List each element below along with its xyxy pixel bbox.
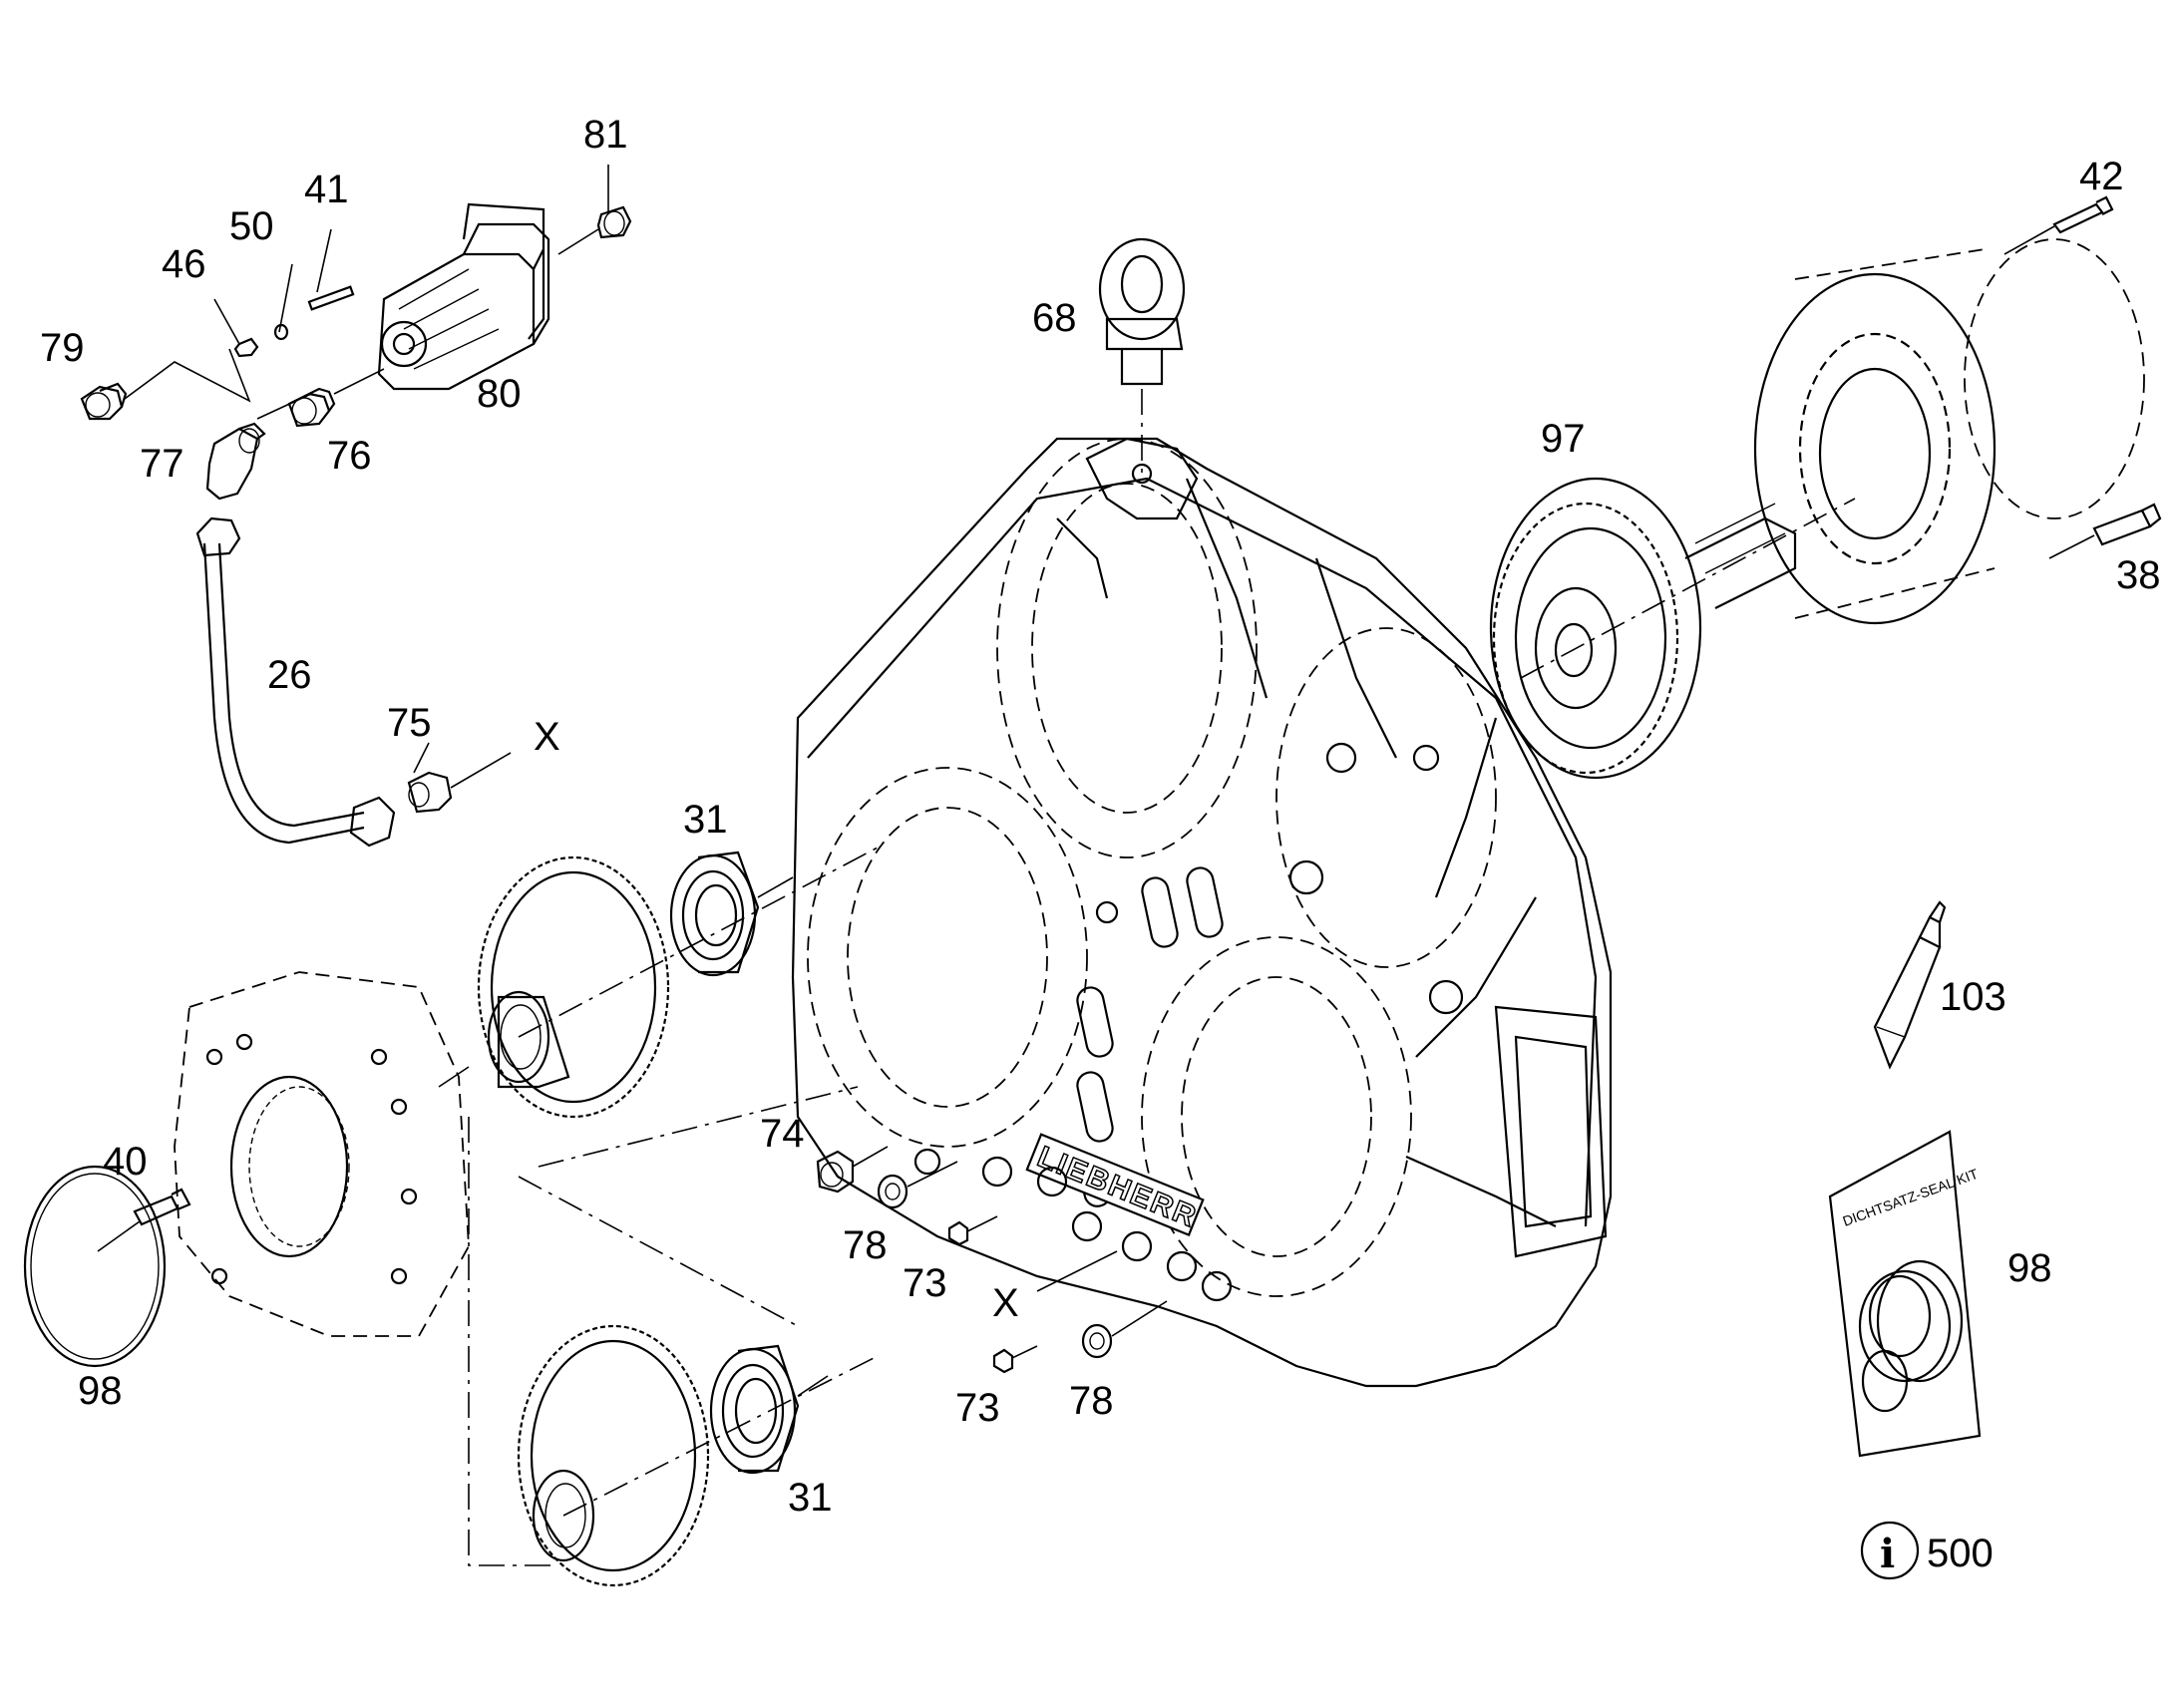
part-68-eye-bolt — [1098, 237, 1186, 474]
part-81-nut — [596, 205, 632, 239]
gear-bottom — [517, 1324, 710, 1587]
axis-diag-2 — [538, 1086, 859, 1168]
callout-41: 41 — [304, 168, 349, 211]
callout-31-top: 31 — [683, 798, 728, 842]
gearbox-housing: LIEBHERR — [791, 437, 1613, 1388]
axis-diag — [518, 1176, 799, 1327]
gear-top — [477, 855, 670, 1119]
cover-plate-left — [174, 971, 470, 1337]
part-26-pipe — [195, 516, 512, 848]
callout-x-top: X — [534, 715, 560, 759]
part-73-screw-top — [947, 1215, 998, 1246]
callout-labels: 81 41 50 46 79 80 76 77 26 75 X 68 42 97… — [40, 113, 2161, 1575]
part-76-fitting — [287, 387, 336, 428]
axis-line-top — [518, 847, 879, 1038]
part-31-bearing-bottom — [709, 1344, 829, 1475]
callout-76: 76 — [327, 434, 372, 478]
callout-26: 26 — [267, 653, 312, 697]
callout-50: 50 — [229, 204, 274, 248]
part-78-seal-bottom — [1081, 1300, 1168, 1359]
housing-logo-text: LIEBHERR — [1033, 1141, 1202, 1234]
callout-x-bottom: X — [992, 1281, 1019, 1325]
seal-kit-label: DICHTSATZ-SEAL KIT — [1841, 1166, 1981, 1229]
callout-68: 68 — [1032, 296, 1077, 340]
callout-73-top: 73 — [903, 1261, 947, 1305]
callout-81: 81 — [583, 113, 628, 157]
callout-31-bottom: 31 — [788, 1476, 833, 1520]
part-77-elbow — [205, 422, 266, 501]
callout-77: 77 — [140, 442, 184, 486]
part-103-sealant-tube — [1873, 900, 1947, 1070]
axis-line-bottom — [562, 1355, 879, 1517]
part-98-seal-kit-bag: DICHTSATZ-SEAL KIT — [1828, 1130, 1982, 1458]
leader-x-bottom — [1036, 1250, 1118, 1292]
callout-80: 80 — [477, 372, 522, 416]
callout-79: 79 — [40, 326, 85, 370]
part-31-bearing-top — [669, 851, 794, 977]
part-74-plug — [816, 1146, 889, 1194]
callout-46: 46 — [162, 242, 206, 286]
callout-40: 40 — [103, 1140, 148, 1184]
part-40-screw — [97, 1188, 191, 1252]
part-79-plug — [80, 382, 128, 421]
callout-73-bottom: 73 — [955, 1386, 1000, 1430]
cover-assembly — [1753, 195, 2162, 625]
part-78-seal-top — [877, 1161, 958, 1209]
callout-78-top: 78 — [843, 1223, 888, 1267]
part-97-gear-shaft — [1489, 477, 1856, 780]
part-73-screw-bottom — [992, 1345, 1038, 1374]
callout-103: 103 — [1940, 975, 2006, 1019]
info-icon: i — [1860, 1521, 1920, 1580]
callout-75: 75 — [387, 701, 432, 745]
axis-bracket — [468, 1117, 558, 1566]
callout-98-kit: 98 — [2007, 1246, 2052, 1290]
callout-500: 500 — [1927, 1532, 1994, 1575]
svg-text:i: i — [1880, 1531, 1895, 1577]
callout-97: 97 — [1541, 417, 1586, 461]
part-98-o-ring — [23, 1165, 167, 1368]
pump-assembly — [80, 165, 632, 501]
callout-98-oring: 98 — [78, 1369, 123, 1413]
callout-38: 38 — [2116, 553, 2161, 597]
callout-74: 74 — [760, 1112, 805, 1156]
callout-78-bottom: 78 — [1069, 1379, 1114, 1423]
callout-42: 42 — [2079, 155, 2124, 198]
